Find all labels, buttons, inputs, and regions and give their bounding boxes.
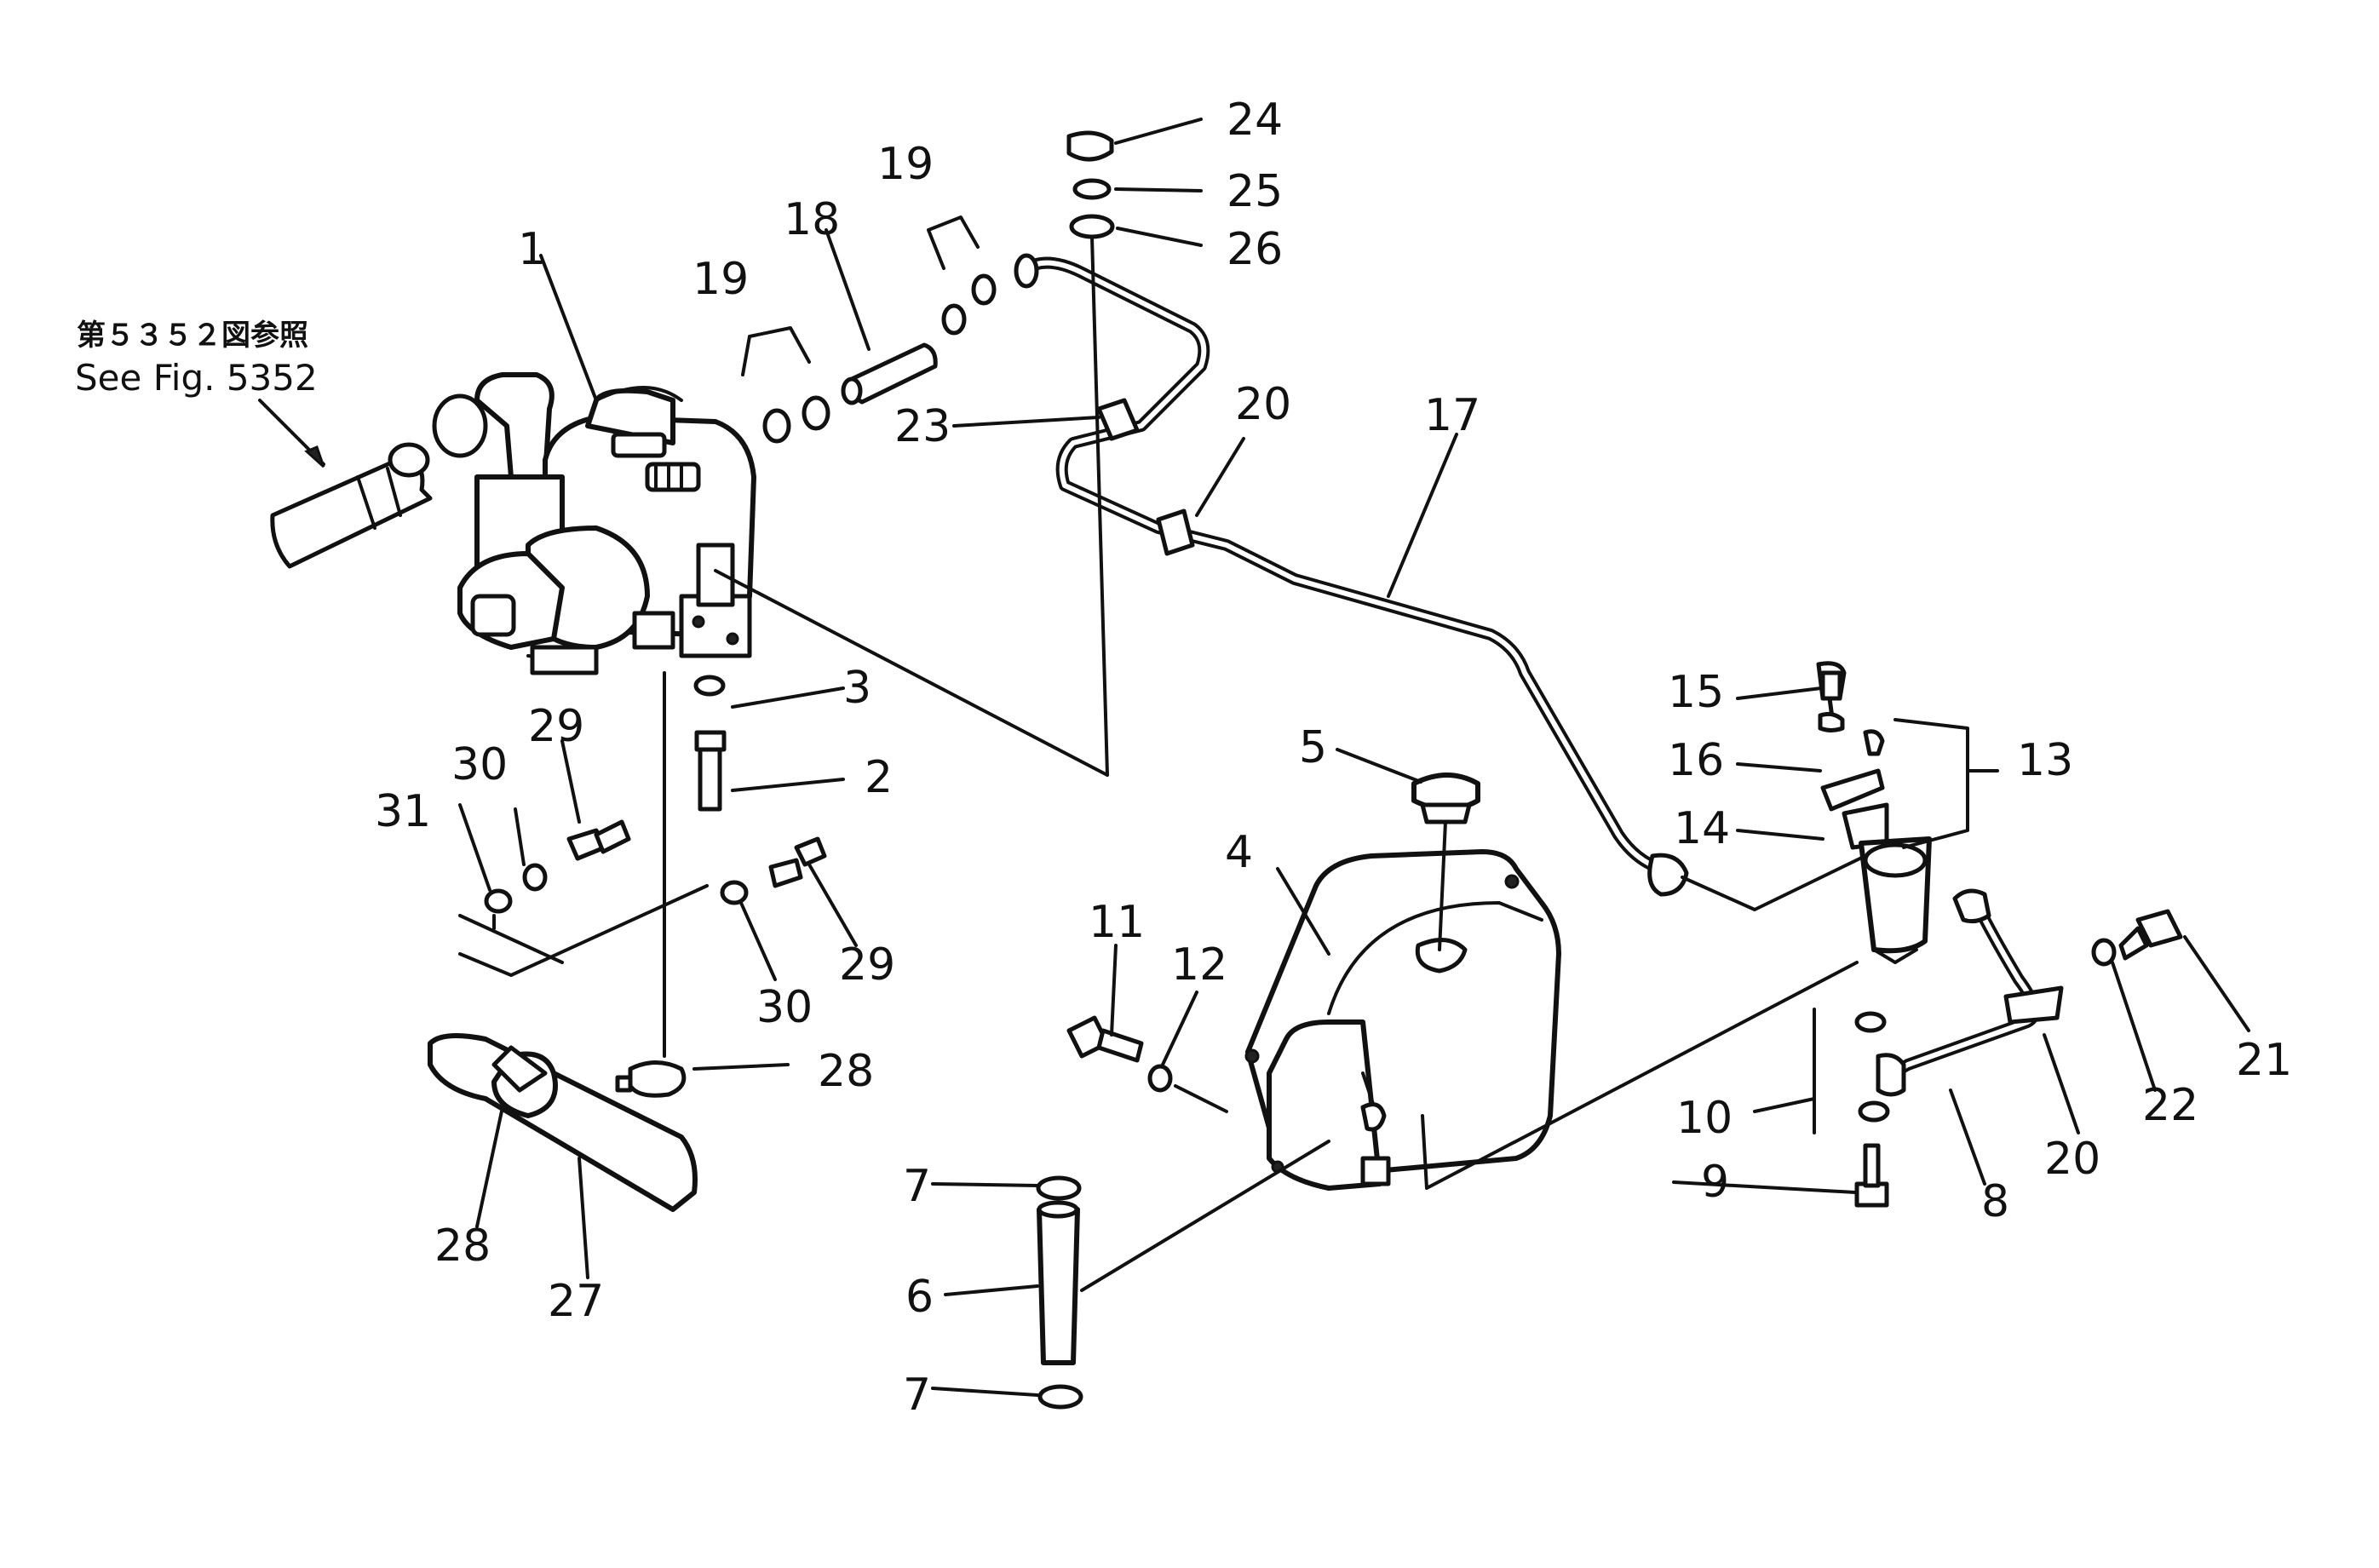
air-duct (428, 671, 698, 1212)
label-part-18: 18 (784, 194, 840, 245)
reference-note-english: See Fig. 5352 (75, 357, 318, 399)
label-part-29-lower: 29 (839, 939, 895, 991)
label-part-4: 4 (1225, 827, 1253, 878)
label-part-7-bottom: 7 (903, 1370, 931, 1421)
outlet-pipe (1854, 888, 2183, 1208)
label-part-19-left: 19 (692, 254, 749, 305)
label-part-31: 31 (375, 786, 431, 837)
label-part-5: 5 (1299, 722, 1327, 773)
fuel-filter (1816, 661, 1932, 964)
connection-lines (458, 569, 1876, 1190)
label-part-30-upper: 30 (451, 739, 508, 790)
label-part-6: 6 (905, 1272, 934, 1323)
reference-note-japanese: 第５３５２図参照 (77, 319, 308, 353)
label-part-13: 13 (2017, 735, 2073, 786)
label-part-7-top: 7 (903, 1161, 931, 1212)
fuel-pipe (1014, 253, 1689, 897)
heater-fasteners (484, 675, 827, 914)
label-part-9: 9 (1701, 1157, 1729, 1208)
leader-lines (458, 118, 2250, 1397)
label-part-2: 2 (865, 752, 893, 803)
reference-note: 第５３５２図参照 See Fig. 5352 (75, 319, 325, 468)
label-part-28-right: 28 (818, 1046, 874, 1097)
label-part-8: 8 (1981, 1176, 2009, 1227)
label-part-25: 25 (1227, 166, 1283, 217)
nut-washers-stack (1066, 130, 1115, 777)
label-part-21: 21 (2236, 1035, 2292, 1086)
inlet-hose (270, 442, 433, 569)
label-part-3b: 3 (843, 663, 871, 714)
label-part-15: 15 (1668, 667, 1724, 718)
label-part-11: 11 (1089, 897, 1145, 948)
reference-arrowhead (304, 445, 325, 468)
label-part-12: 12 (1171, 939, 1227, 991)
label-part-16: 16 (1668, 735, 1724, 786)
drain-hose (1036, 1140, 1330, 1410)
label-part-26: 26 (1227, 224, 1283, 275)
label-part-20-upper: 20 (1235, 379, 1291, 430)
tank-cap (1411, 773, 1480, 951)
label-part-20-lower: 20 (2044, 1134, 2100, 1185)
small-hose-and-clamps (762, 273, 997, 444)
part-number-labels: 1 2 3 4 5 6 7 7 8 9 10 11 12 13 14 15 16… (375, 95, 2292, 1421)
label-part-23: 23 (894, 401, 951, 452)
label-part-22: 22 (2142, 1080, 2198, 1131)
tank-bolt-and-washer (1066, 1015, 1228, 1113)
label-part-30-lower: 30 (756, 982, 813, 1033)
label-part-29-upper: 29 (528, 701, 584, 752)
fuel-tank (1244, 849, 1561, 1191)
label-part-1: 1 (518, 224, 546, 275)
label-part-28-left: 28 (434, 1221, 491, 1272)
label-part-19-right: 19 (877, 139, 934, 190)
label-part-10: 10 (1676, 1093, 1733, 1144)
label-part-27: 27 (548, 1276, 604, 1327)
heater-unit (432, 372, 756, 675)
label-part-14: 14 (1674, 803, 1730, 854)
label-part-24: 24 (1227, 95, 1283, 146)
label-part-17: 17 (1424, 390, 1480, 441)
